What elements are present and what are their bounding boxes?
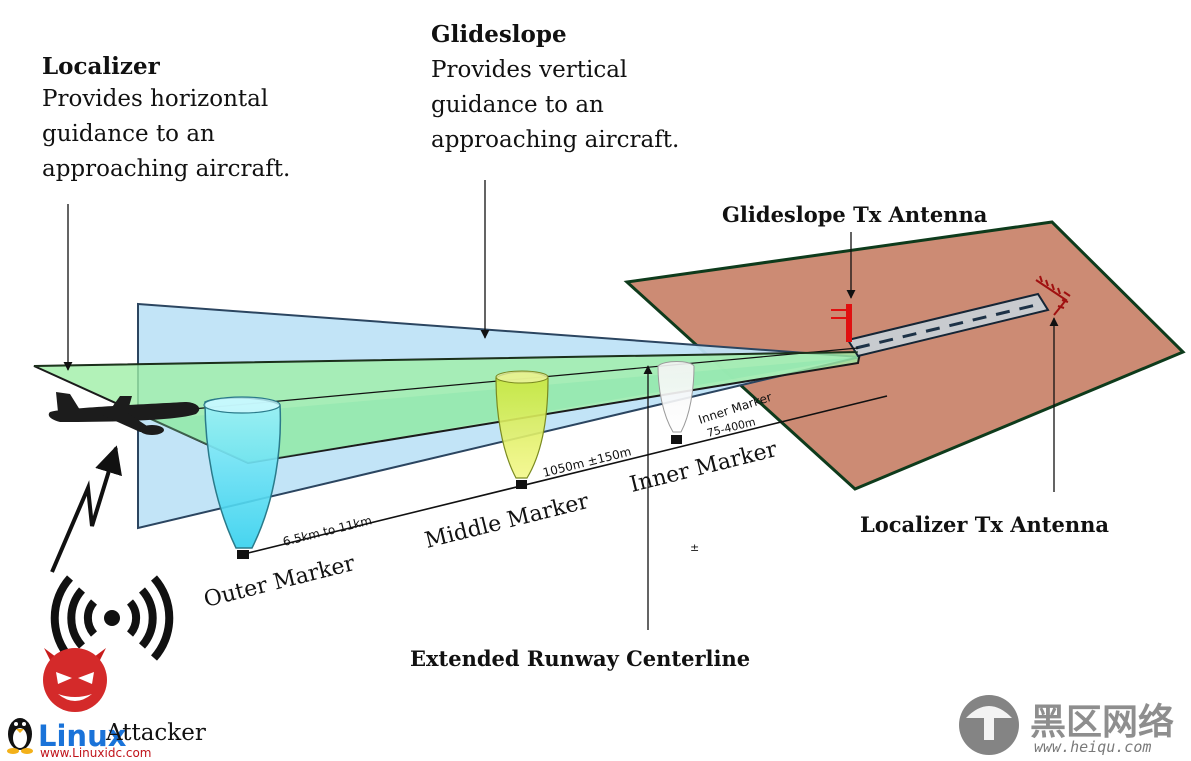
outer-marker-transmitter: [237, 550, 249, 559]
inner-marker-beam: [657, 361, 695, 444]
stray-plus-minus: ±: [690, 541, 699, 554]
glideslope-antenna-label: Glideslope Tx Antenna: [722, 202, 988, 227]
extended-centerline-ground: [247, 395, 888, 554]
aircraft-icon: [48, 392, 200, 435]
middle-marker-beam: [495, 370, 549, 489]
localizer-title: Localizer: [42, 53, 161, 80]
runway: [846, 292, 1050, 358]
localizer-antenna: [1035, 275, 1071, 316]
localizer-center-line: [33, 351, 859, 367]
glideslope-desc-line1: Provides vertical: [431, 57, 627, 83]
localizer-desc-line3: approaching aircraft.: [42, 156, 290, 182]
runway-centerline-dashes: [855, 302, 1041, 350]
radio-waves-icon: [50, 575, 174, 661]
middle-marker-label: Middle Marker: [422, 489, 591, 554]
linux-url-text: www.Linuxidc.com: [40, 746, 151, 760]
airport-ground: [623, 220, 1186, 491]
inner-marker-label: Inner Marker: [627, 437, 780, 498]
glideslope-desc-line3: approaching aircraft.: [431, 127, 679, 153]
linuxidc-watermark: Linux www.Linuxidc.com: [7, 718, 151, 760]
penguin-icon: [7, 718, 33, 754]
devil-attacker-icon: [43, 648, 107, 712]
centerline-label: Extended Runway Centerline: [410, 646, 750, 671]
attacker-label: Attacker: [105, 720, 206, 746]
glideslope-antenna: [831, 304, 852, 342]
glideslope-title: Glideslope: [431, 21, 567, 48]
middle-marker-transmitter: [516, 480, 527, 489]
inner-marker-transmitter: [671, 435, 682, 444]
attack-signal-arrow: [50, 445, 122, 573]
heiqu-brand-text: 黑区网络: [1030, 701, 1174, 743]
glideslope-desc-line2: guidance to an: [431, 92, 604, 118]
outer-distance-label: 6.5km to 11km: [281, 513, 373, 549]
heiqu-watermark: 黑区网络 www.heiqu.com: [959, 695, 1174, 756]
heiqu-url-text: www.heiqu.com: [1034, 738, 1151, 756]
localizer-desc-line2: guidance to an: [42, 121, 215, 147]
linux-brand-text: Linux: [38, 719, 127, 753]
outer-marker-beam: [203, 396, 282, 559]
localizer-antenna-label: Localizer Tx Antenna: [860, 512, 1109, 537]
outer-marker-label: Outer Marker: [201, 551, 358, 613]
localizer-desc-line1: Provides horizontal: [42, 86, 268, 112]
